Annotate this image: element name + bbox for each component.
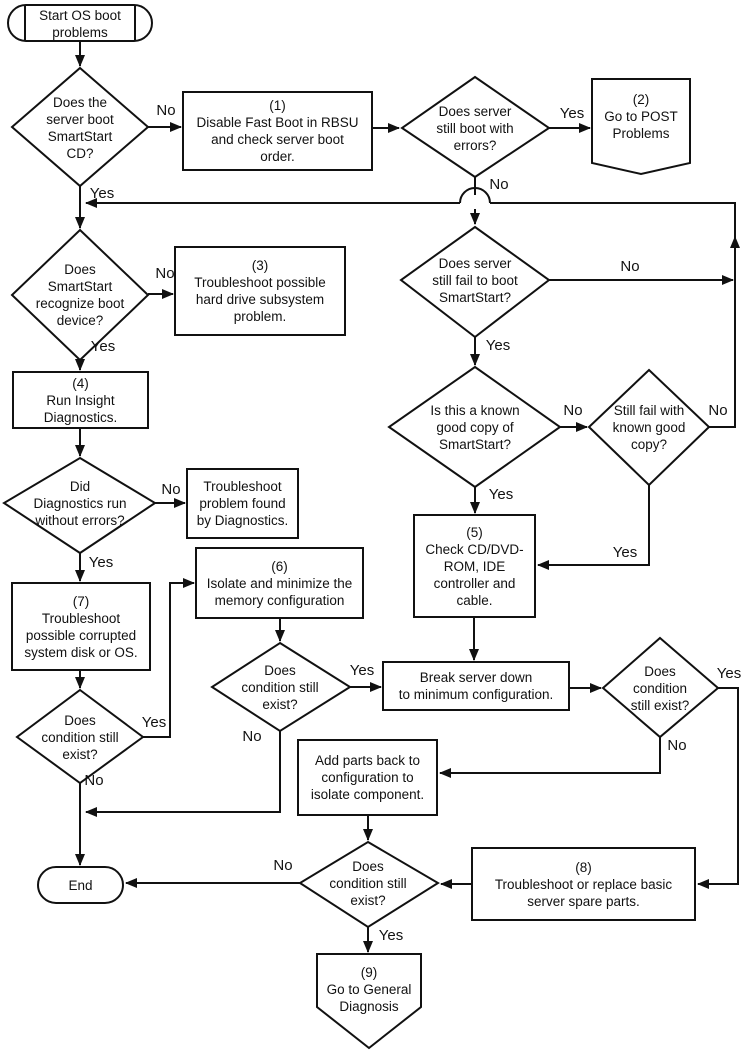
- p2-label: (2) Go to POST Problems: [604, 91, 678, 141]
- decision-d4-shape: [10, 228, 150, 362]
- decision-d7-shape: [15, 688, 145, 785]
- edge-label-d4-yes: Yes: [90, 338, 116, 355]
- edge-label-d5-no: No: [161, 481, 181, 498]
- edge-label-dfinal-no: No: [273, 857, 293, 874]
- decision-d1-shape: [10, 66, 150, 188]
- dbreak-label: Does condition still exist?: [630, 663, 690, 713]
- edge-feedback-hop: [459, 187, 491, 204]
- edge-label-dstill-no: No: [708, 402, 728, 419]
- d1-label: Does the server boot SmartStart CD?: [46, 95, 114, 161]
- edge-label-d3-no: No: [620, 258, 640, 275]
- d4-label: Does SmartStart recognize boot device?: [35, 262, 125, 328]
- b3-label: (3) Troubleshoot possible hard drive sub…: [194, 258, 326, 324]
- process-badd-shape: [297, 739, 438, 816]
- edge-label-d6-yes: Yes: [349, 662, 375, 679]
- d2-label: Does server still boot with errors?: [436, 103, 514, 153]
- start-terminator-shape: [7, 4, 153, 42]
- decision-d5-shape: [2, 456, 157, 555]
- dknown-label: Is this a known good copy of SmartStart?: [430, 402, 520, 452]
- edge-label-d1-yes: Yes: [89, 185, 115, 202]
- bdiag-label: Troubleshoot problem found by Diagnostic…: [196, 479, 289, 528]
- decision-d6-shape: [210, 641, 352, 733]
- edge-label-dknown-no: No: [563, 402, 583, 419]
- end-label: End: [68, 877, 93, 893]
- p9-label: (9) Go to General Diagnosis: [326, 964, 412, 1014]
- offpage-p2-shape: [591, 78, 691, 176]
- d6-label: Does condition still exist?: [241, 662, 319, 712]
- edge-label-d2-yes: Yes: [559, 105, 585, 122]
- edge-label-d2-no: No: [489, 176, 509, 193]
- edge-label-dbreak-yes: Yes: [716, 665, 742, 682]
- process-b1-shape: [182, 91, 373, 171]
- edge-label-d6-no: No: [242, 728, 262, 745]
- process-b3-shape: [174, 246, 346, 336]
- decision-d2-shape: [400, 75, 551, 179]
- connectors: [75, 41, 740, 953]
- edge-d7-yes: [143, 578, 195, 738]
- b8-label: (8) Troubleshoot or replace basic server…: [494, 859, 673, 909]
- b7-label: (7) Troubleshoot possible corrupted syst…: [24, 593, 138, 660]
- node-shapes: [2, 4, 720, 1050]
- edge-label-d4-no: No: [155, 265, 175, 282]
- process-b6-shape: [195, 547, 364, 619]
- decision-d3-shape: [399, 225, 551, 339]
- decision-dbreak-shape: [601, 636, 720, 739]
- offpage-p9-shape: [316, 953, 422, 1050]
- process-b5-shape: [413, 514, 536, 618]
- process-bdiag-shape: [186, 468, 299, 539]
- edge-dbreak-no: [439, 737, 661, 778]
- edge-d6-no: [85, 731, 281, 817]
- b5-label: (5) Check CD/DVD- ROM, IDE controller an…: [425, 524, 524, 608]
- edge-label-dstill-yes: Yes: [612, 544, 638, 561]
- edge-feedback-right: [490, 202, 736, 428]
- d3-label: Does server still fail to boot SmartStar…: [432, 255, 518, 305]
- edge-label-d7-no: No: [84, 772, 104, 789]
- badd-label: Add parts back to configuration to isola…: [310, 753, 425, 802]
- edge-dbreak-yes: [697, 687, 739, 889]
- process-b4-shape: [12, 371, 149, 429]
- b6-label: (6) Isolate and minimize the memory conf…: [206, 558, 353, 608]
- edge-label-d7-yes: Yes: [141, 714, 167, 731]
- edge-label-d3-yes: Yes: [485, 337, 511, 354]
- dstill-label: Still fail with known good copy?: [612, 402, 686, 452]
- d7-label: Does condition still exist?: [41, 712, 119, 762]
- edge-dstill-yes: [537, 485, 650, 570]
- b1-label: (1) Disable Fast Boot in RBSU and check …: [196, 98, 359, 164]
- edge-label-dbreak-no: No: [667, 737, 687, 754]
- b4-label: (4) Run Insight Diagnostics.: [43, 375, 118, 425]
- d5-label: Did Diagnostics run without errors?: [33, 478, 127, 528]
- start-label: Start OS boot problems: [39, 8, 121, 40]
- end-terminator-shape: [37, 866, 124, 904]
- edge-label-dfinal-yes: Yes: [378, 927, 404, 944]
- dfinal-label: Does condition still exist?: [329, 858, 407, 908]
- decision-dstill-shape: [587, 368, 711, 487]
- edge-label-d5-yes: Yes: [88, 554, 114, 571]
- process-b7-shape: [11, 582, 151, 671]
- bbreak-label: Break server down to minimum configurati…: [398, 670, 554, 702]
- decision-dfinal-shape: [298, 840, 440, 929]
- process-b8-shape: [471, 847, 696, 921]
- decision-dknown-shape: [387, 365, 562, 489]
- start-terminator-inner-lines: [24, 5, 136, 41]
- edge-label-dknown-yes: Yes: [488, 486, 514, 503]
- process-bbreak-shape: [382, 661, 570, 711]
- edge-label-d1-no: No: [156, 102, 176, 119]
